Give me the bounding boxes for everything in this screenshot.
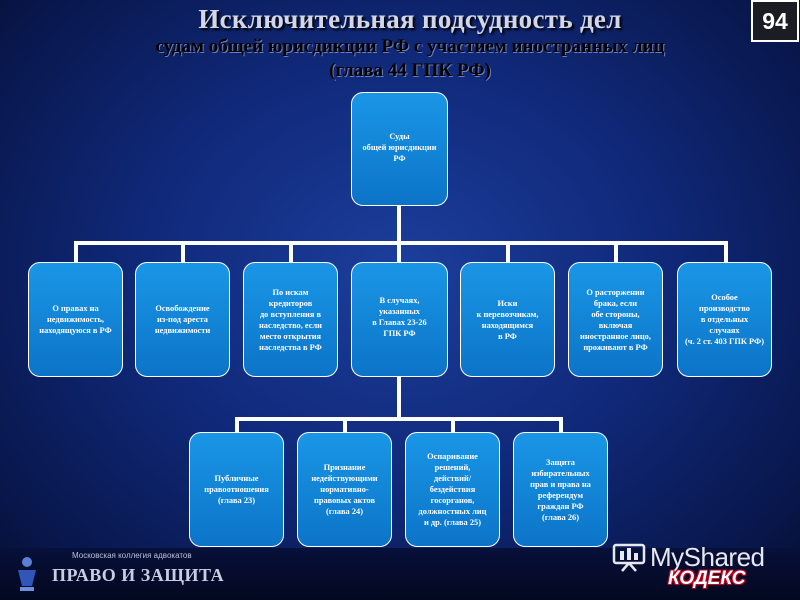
lamp-icon <box>18 557 36 591</box>
connector-drop-3 <box>289 241 293 263</box>
node-electoral-rights: Защита избирательных прав и права на реф… <box>513 432 608 547</box>
footer-strip <box>0 548 800 600</box>
node-real-estate-rights: О правах на недвижимость, находящуюся в … <box>28 262 123 377</box>
connector-drop-4 <box>397 241 401 263</box>
connector-drop-1 <box>74 241 78 263</box>
connector-drop-7 <box>724 241 728 263</box>
connector-drop-2 <box>181 241 185 263</box>
node-divorce: О расторжении брака, если обе стороны, в… <box>568 262 663 377</box>
node-chapters-23-26: В случаях, указанных в Главах 23-26 ГПК … <box>351 262 448 377</box>
connector-drop-6 <box>614 241 618 263</box>
slide-number-badge: 94 <box>751 0 799 42</box>
connector-l2-drop-2 <box>343 417 347 433</box>
myshared-watermark: MyShared <box>612 540 792 574</box>
connector-l2-drop-4 <box>559 417 563 433</box>
node-special-proceedings: Особое производство в отдельных случаях … <box>677 262 772 377</box>
node-public-relations: Публичные правоотношения (глава 23) <box>189 432 284 547</box>
slide-subtitle-line2: (глава 44 ГПК РФ) <box>329 60 491 81</box>
firm-name: ПРАВО И ЗАЩИТА <box>52 565 225 585</box>
presentation-board-icon <box>612 543 646 572</box>
connector-l2-drop-3 <box>451 417 455 433</box>
connector-root-down <box>397 205 401 243</box>
node-release-from-arrest: Освобождение из-под ареста недвижимости <box>135 262 230 377</box>
node-root-courts: Суды общей юрисдикции РФ <box>351 92 448 206</box>
node-invalid-normative-acts: Признание недействующими нормативно- пра… <box>297 432 392 547</box>
connector-level1-horizontal <box>74 241 728 245</box>
kodeks-logo: КОДЕКС <box>668 568 746 589</box>
myshared-text: MyShared <box>650 542 765 572</box>
node-challenging-decisions: Оспаривание решений, действий/ бездейств… <box>405 432 500 547</box>
slide-title: Исключительная подсудность дел <box>198 4 622 34</box>
slide-subtitle-line1: судам общей юрисдикции РФ с участием ино… <box>155 36 665 57</box>
connector-mid-down <box>397 377 401 419</box>
node-carrier-claims: Иски к перевозчикам, находящимся в РФ <box>460 262 555 377</box>
connector-level2-horizontal <box>235 417 563 421</box>
firm-tagline: Московская коллегия адвокатов <box>72 551 192 560</box>
connector-l2-drop-1 <box>235 417 239 433</box>
node-creditor-claims: По искам кредиторов до вступления в насл… <box>243 262 338 377</box>
slide-title-block: Исключительная подсудность дел судам общ… <box>90 4 730 83</box>
connector-drop-5 <box>506 241 510 263</box>
